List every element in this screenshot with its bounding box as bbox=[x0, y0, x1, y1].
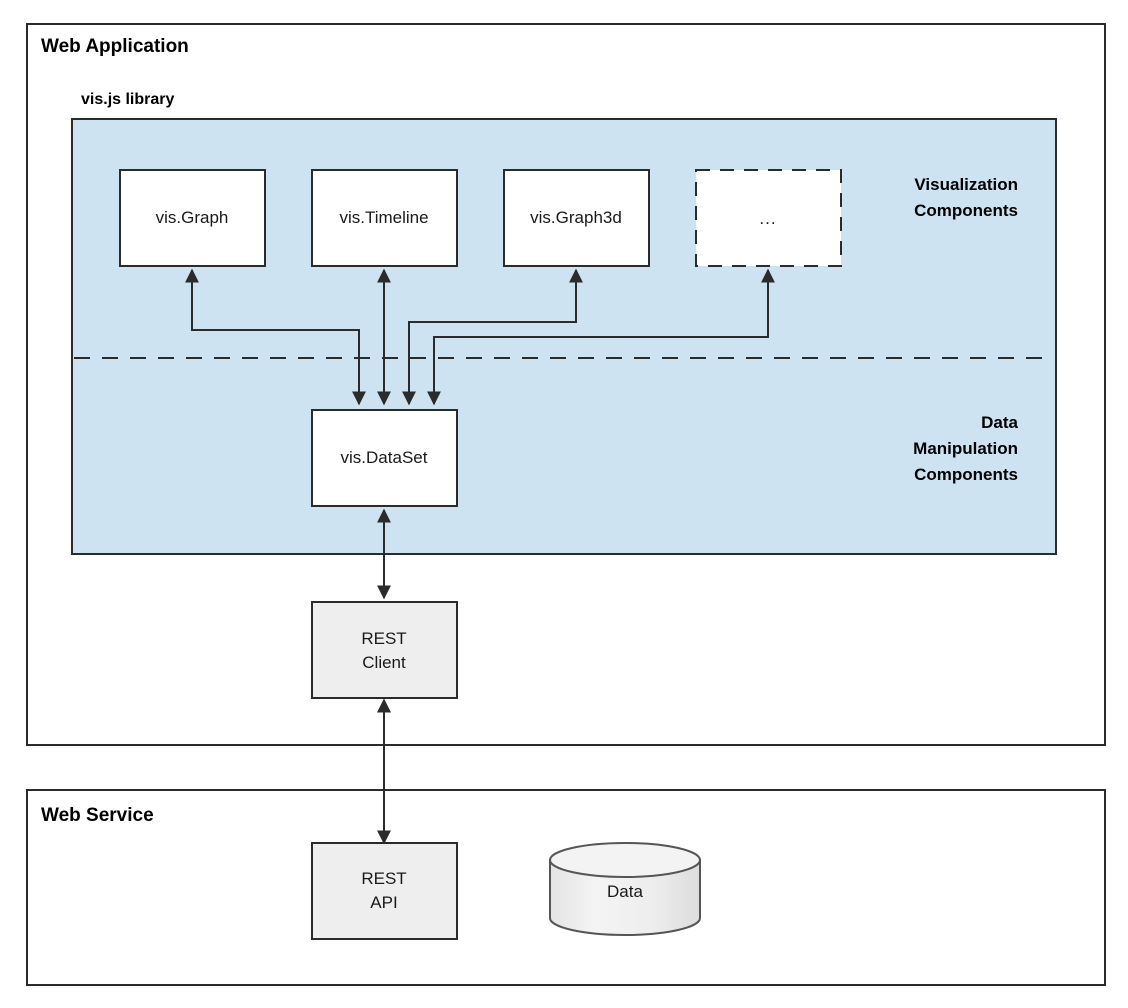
rest-client-label-line1: REST bbox=[361, 629, 406, 648]
vis-graph-box[interactable] bbox=[119, 169, 266, 267]
node-rest-client[interactable]: REST Client bbox=[311, 601, 458, 699]
more-components-box[interactable] bbox=[695, 169, 842, 267]
svg-text:Data: Data bbox=[981, 413, 1018, 432]
web-service-label: Web Service bbox=[41, 805, 154, 826]
more-components-label: ... bbox=[759, 209, 776, 228]
vis-timeline-label: vis.Timeline bbox=[339, 208, 428, 227]
node-vis-graph3d[interactable]: vis.Graph3d bbox=[503, 169, 650, 267]
data-cylinder-body[interactable] bbox=[549, 859, 701, 936]
edge-graph-dataset bbox=[185, 268, 366, 406]
rest-api-label-line1: REST bbox=[361, 869, 406, 888]
svg-text:Manipulation: Manipulation bbox=[913, 439, 1018, 458]
vis-graph3d-label: vis.Graph3d bbox=[530, 208, 622, 227]
data-manipulation-components-label: Data Manipulation Components bbox=[913, 413, 1018, 484]
svg-text:Components: Components bbox=[914, 201, 1018, 220]
rest-api-label-line2: API bbox=[370, 893, 397, 912]
rest-client-label-line2: Client bbox=[362, 653, 406, 672]
vis-dataset-label: vis.DataSet bbox=[341, 448, 428, 467]
node-more-components[interactable]: ... bbox=[695, 169, 842, 267]
rest-client-box[interactable] bbox=[311, 601, 458, 699]
vis-graph-label: vis.Graph bbox=[156, 208, 229, 227]
data-cylinder-top bbox=[549, 842, 701, 878]
vis-dataset-box[interactable] bbox=[311, 409, 458, 507]
visualization-components-label: Visualization Components bbox=[914, 175, 1018, 220]
node-vis-dataset[interactable]: vis.DataSet bbox=[311, 409, 458, 507]
svg-text:Components: Components bbox=[914, 465, 1018, 484]
svg-text:Visualization: Visualization bbox=[914, 175, 1018, 194]
edge-more-dataset bbox=[427, 268, 775, 406]
rest-api-box[interactable] bbox=[311, 842, 458, 940]
vis-graph3d-box[interactable] bbox=[503, 169, 650, 267]
web-application-label: Web Application bbox=[41, 36, 189, 57]
data-store-label: Data bbox=[607, 882, 643, 901]
node-vis-graph[interactable]: vis.Graph bbox=[119, 169, 266, 267]
visjs-library-label: vis.js library bbox=[81, 91, 174, 108]
node-data-store[interactable]: Data bbox=[549, 842, 701, 936]
vis-timeline-box[interactable] bbox=[311, 169, 458, 267]
node-rest-api[interactable]: REST API bbox=[311, 842, 458, 940]
node-vis-timeline[interactable]: vis.Timeline bbox=[311, 169, 458, 267]
